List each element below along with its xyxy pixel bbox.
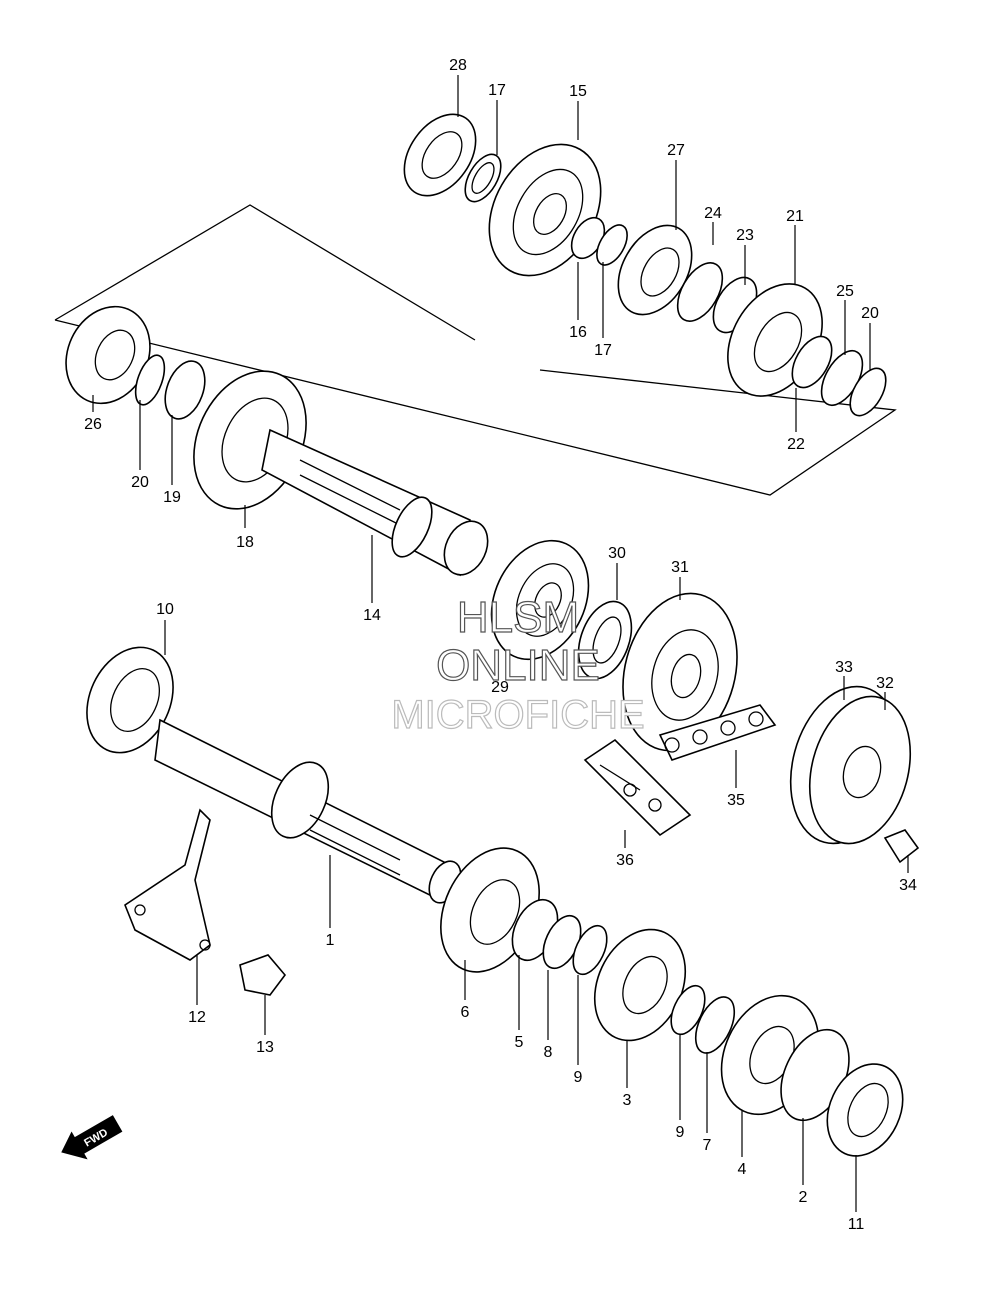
callout-31: 31 xyxy=(671,559,689,576)
callout-7: 7 xyxy=(703,1137,712,1154)
callout-labels: 1 2 3 4 5 6 7 8 9 9 9 10 11 12 13 14 15 … xyxy=(84,57,917,1233)
callout-27: 27 xyxy=(667,142,685,159)
callout-28: 28 xyxy=(449,57,467,74)
callout-2: 2 xyxy=(799,1189,808,1206)
callout-14: 14 xyxy=(363,607,381,624)
lower-gear-stack xyxy=(440,847,904,1157)
callout-22: 22 xyxy=(787,436,805,453)
callout-1: 1 xyxy=(326,932,335,949)
output-group xyxy=(490,539,920,864)
chain-joint-kit xyxy=(583,738,692,837)
callout-11: 11 xyxy=(848,1216,865,1233)
callout-12: 12 xyxy=(188,1009,206,1026)
callout-9a: 9 xyxy=(574,1069,583,1086)
watermark-line-3: MICROFICHE xyxy=(391,693,644,737)
callout-36: 36 xyxy=(616,852,634,869)
callout-8: 8 xyxy=(544,1044,553,1061)
fwd-arrow-icon: FWD xyxy=(61,1115,123,1160)
callout-24: 24 xyxy=(704,205,722,222)
callout-18: 18 xyxy=(236,534,254,551)
watermark-line-2: ONLINE xyxy=(436,641,600,690)
top-gear-stack xyxy=(403,113,887,417)
callout-19: 19 xyxy=(163,489,181,506)
countershaft-group-outline xyxy=(54,204,897,496)
callout-33: 33 xyxy=(835,659,853,676)
callout-26: 26 xyxy=(84,416,102,433)
callout-6: 6 xyxy=(461,1004,470,1021)
callout-17a: 17 xyxy=(488,82,506,99)
callout-35: 35 xyxy=(727,792,745,809)
callout-21: 21 xyxy=(786,208,804,225)
callout-20b: 20 xyxy=(861,305,879,322)
callout-29: 29 xyxy=(491,679,509,696)
leader-lines xyxy=(92,75,909,1212)
callout-16: 16 xyxy=(569,324,587,341)
callout-4: 4 xyxy=(738,1161,747,1178)
callout-25: 25 xyxy=(836,283,854,300)
drive-chain xyxy=(658,704,777,761)
watermark-line-1: HLSM xyxy=(457,593,579,642)
watermark: HLSM ONLINE MICROFICHE xyxy=(391,592,646,737)
callout-23: 23 xyxy=(736,227,754,244)
countershaft-row xyxy=(65,305,489,577)
callout-34: 34 xyxy=(899,877,917,894)
main-shaft-row xyxy=(86,646,462,996)
callout-5: 5 xyxy=(515,1034,524,1051)
callout-32: 32 xyxy=(876,675,894,692)
callout-17b: 17 xyxy=(594,342,612,359)
callout-10: 10 xyxy=(156,601,174,618)
callout-13: 13 xyxy=(256,1039,274,1056)
callout-30: 30 xyxy=(608,545,626,562)
callout-20a: 20 xyxy=(131,474,149,491)
callout-9b: 9 xyxy=(676,1124,685,1141)
callout-3: 3 xyxy=(623,1092,632,1109)
callout-15: 15 xyxy=(569,83,587,100)
